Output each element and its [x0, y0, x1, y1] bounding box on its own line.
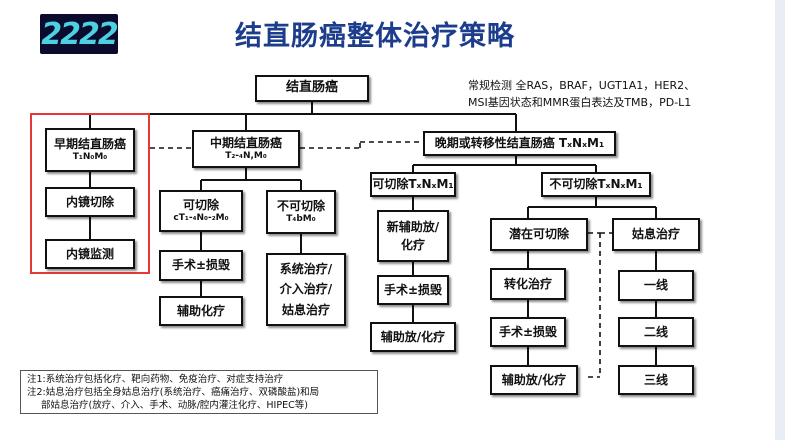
- neoadjuvant-line1: 新辅助放/: [386, 220, 440, 234]
- palliative-node: 姑息治疗: [612, 218, 700, 251]
- footnote-3: 部姑息治疗(放疗、介入、手术、动脉/腔内灌注化疗、HIPEC等): [41, 399, 308, 411]
- testing-note-line2: MSI基因状态和MMR蛋白表达及TMB，PD-L1: [468, 96, 692, 110]
- footnote-1: 注1:系统治疗包括化疗、靶向药物、免疫治疗、对症支持治疗: [27, 374, 284, 385]
- mid-systemic-line1: 系统治疗/: [279, 261, 333, 276]
- page-title: 结直肠癌整体治疗策略: [235, 21, 515, 52]
- second-line-node: 二线: [618, 317, 694, 347]
- endoscopic-surveillance-node: 内镜监测: [45, 239, 135, 269]
- late-unresectable-title: 不可切除TₓNₓM₁: [549, 177, 643, 191]
- mid-stage-node: 中期结直肠癌 T₂-₄N,M₀: [192, 130, 300, 168]
- neoadjuvant-node: 新辅助放/ 化疗: [377, 210, 449, 262]
- mid-resectable-node: 可切除 cT₁-₄N₀-₂M₀: [159, 190, 243, 232]
- footnote-2: 注2:姑息治疗包括全身姑息治疗(系统治疗、癌痛治疗、双磷酸盐)和局: [27, 386, 320, 398]
- footnotes: 注1:系统治疗包括化疗、靶向药物、免疫治疗、对症支持治疗 注2:姑息治疗包括全身…: [20, 370, 378, 414]
- late-stage-title: 晚期或转移性结直肠癌 TₓNₓM₁: [434, 136, 605, 150]
- late-adjuvant-node: 辅助放/化疗: [370, 322, 456, 352]
- potential-resectable-label: 潜在可切除: [508, 227, 569, 241]
- mid-unresectable-tnm: T₄bM₀: [286, 213, 316, 224]
- mid-resectable-title: 可切除: [182, 197, 219, 212]
- second-line-label: 二线: [643, 324, 668, 339]
- conversion-therapy-label: 转化治疗: [503, 276, 552, 291]
- early-stage-node: 早期结直肠癌 T₁N₀M₀: [45, 128, 135, 172]
- root-label: 结直肠癌: [285, 80, 338, 96]
- mid-unresectable-title: 不可切除: [276, 198, 325, 213]
- unresectable-adjuvant-label: 辅助放/化疗: [501, 372, 567, 387]
- logo: 2222: [40, 14, 119, 54]
- late-surgery-node: 手术±损毁: [377, 275, 449, 305]
- mid-stage-tnm: T₂-₄N,M₀: [225, 150, 267, 161]
- unresectable-adjuvant-node: 辅助放/化疗: [490, 365, 578, 395]
- late-resectable-title: 可切除TₓNₓM₁: [372, 177, 454, 191]
- mid-stage-title: 中期结直肠癌: [209, 135, 282, 150]
- late-unresectable-node: 不可切除TₓNₓM₁: [541, 172, 651, 197]
- conversion-therapy-node: 转化治疗: [490, 268, 566, 300]
- late-stage-node: 晚期或转移性结直肠癌 TₓNₓM₁: [423, 131, 616, 156]
- third-line-node: 三线: [618, 365, 694, 395]
- third-line-label: 三线: [643, 372, 668, 387]
- first-line-label: 一线: [643, 278, 668, 292]
- late-resectable-node: 可切除TₓNₓM₁: [370, 172, 456, 197]
- late-surgery-label: 手术±损毁: [383, 282, 443, 297]
- testing-note: 常规检测 全RAS，BRAF，UGT1A1，HER2、 MSI基因状态和MMR蛋…: [468, 77, 695, 111]
- mid-surgery-node: 手术±损毁: [159, 250, 243, 281]
- root-node: 结直肠癌: [255, 75, 369, 102]
- mid-adjuvant-label: 辅助化疗: [176, 303, 225, 318]
- endoscopic-resection-label: 内镜切除: [65, 194, 114, 209]
- testing-note-line1: 常规检测 全RAS，BRAF，UGT1A1，HER2、: [468, 79, 696, 92]
- neoadjuvant-line2: 化疗: [400, 238, 425, 252]
- endoscopic-resection-node: 内镜切除: [45, 187, 135, 217]
- mid-resectable-tnm: cT₁-₄N₀-₂M₀: [173, 212, 229, 223]
- early-stage-tnm: T₁N₀M₀: [72, 151, 108, 162]
- mid-unresectable-node: 不可切除 T₄bM₀: [266, 190, 336, 234]
- right-edge-bar: [775, 0, 785, 440]
- mid-surgery-label: 手术±损毁: [171, 258, 231, 272]
- late-adjuvant-label: 辅助放/化疗: [380, 329, 446, 344]
- first-line-node: 一线: [618, 270, 694, 301]
- mid-systemic-line3: 姑息治疗: [281, 302, 330, 317]
- mid-adjuvant-node: 辅助化疗: [159, 296, 243, 326]
- unresectable-surgery-node: 手术±损毁: [490, 317, 566, 347]
- early-highlight-frame: [30, 113, 150, 274]
- palliative-label: 姑息治疗: [631, 227, 680, 241]
- early-stage-title: 早期结直肠癌: [53, 136, 126, 151]
- mid-systemic-node: 系统治疗/ 介入治疗/ 姑息治疗: [266, 253, 346, 326]
- unresectable-surgery-label: 手术±损毁: [498, 324, 558, 339]
- logo-text: 2222: [41, 16, 118, 52]
- potential-resectable-node: 潜在可切除: [490, 218, 588, 251]
- mid-systemic-line2: 介入治疗/: [279, 282, 333, 297]
- endoscopic-surveillance-label: 内镜监测: [65, 246, 114, 261]
